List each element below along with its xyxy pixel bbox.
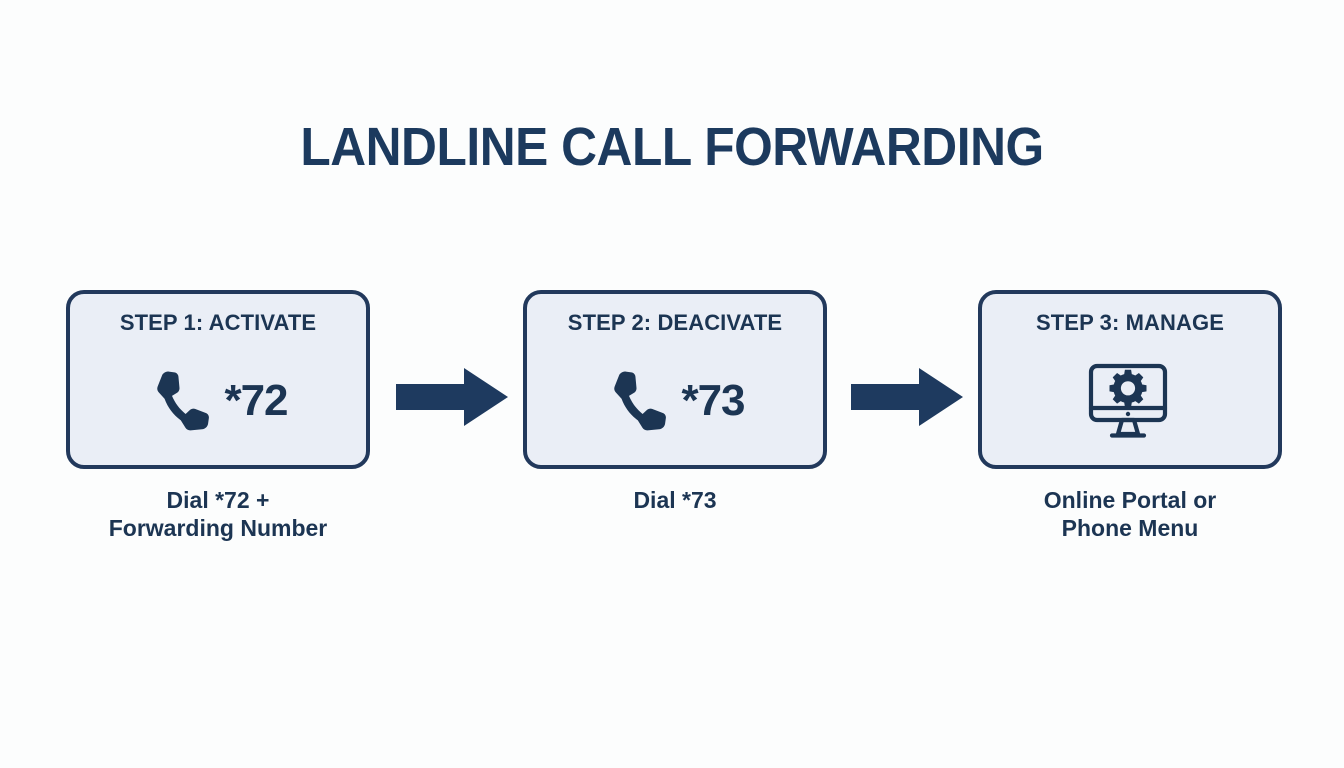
step-card-3-caption-line-2: Phone Menu — [1061, 515, 1199, 542]
step-card-1: STEP 1: ACTIVATE *72 Dial *72 + Forwardi… — [66, 290, 370, 543]
step-card-3-caption: Online Portal or Phone Menu — [978, 486, 1282, 543]
step-card-1-code: *72 — [224, 375, 288, 425]
step-card-2-caption-line-1: Dial *73 — [633, 487, 717, 513]
arrow-step2-to-step3-icon — [851, 368, 963, 426]
step-card-2-body: *73 — [527, 336, 823, 465]
step-card-1-header: STEP 1: ACTIVATE — [119, 310, 317, 335]
step-card-2-box: STEP 2: DEACIVATE *73 — [523, 290, 827, 469]
step-card-3-header: STEP 3: MANAGE — [1035, 310, 1225, 335]
step-card-2-caption: Dial *73 — [523, 486, 827, 514]
steps-flow: STEP 1: ACTIVATE *72 Dial *72 + Forwardi… — [66, 290, 1282, 543]
monitor-gear-icon — [1085, 361, 1171, 441]
step-card-3-caption-line-1: Online Portal or — [1043, 487, 1217, 513]
step-card-2-header: STEP 2: DEACIVATE — [567, 310, 783, 335]
step-card-3-box: STEP 3: MANAGE — [978, 290, 1282, 469]
arrow-step1-to-step2-icon — [396, 368, 508, 426]
step-card-1-caption-line-2: Forwarding Number — [108, 515, 328, 542]
step-card-2-code: *73 — [681, 375, 745, 425]
step-card-1-body: *72 — [70, 336, 366, 465]
page-title: LANDLINE CALL FORWARDING — [300, 117, 1044, 177]
phone-handset-icon — [605, 365, 677, 437]
step-card-3: STEP 3: MANAGE — [978, 290, 1282, 543]
step-card-2: STEP 2: DEACIVATE *73 Dial *73 — [523, 290, 827, 514]
phone-handset-icon — [148, 365, 220, 437]
step-card-1-caption: Dial *72 + Forwarding Number — [66, 486, 370, 543]
step-card-1-box: STEP 1: ACTIVATE *72 — [66, 290, 370, 469]
step-card-3-body — [982, 336, 1278, 465]
step-card-1-caption-line-1: Dial *72 + — [166, 487, 270, 513]
